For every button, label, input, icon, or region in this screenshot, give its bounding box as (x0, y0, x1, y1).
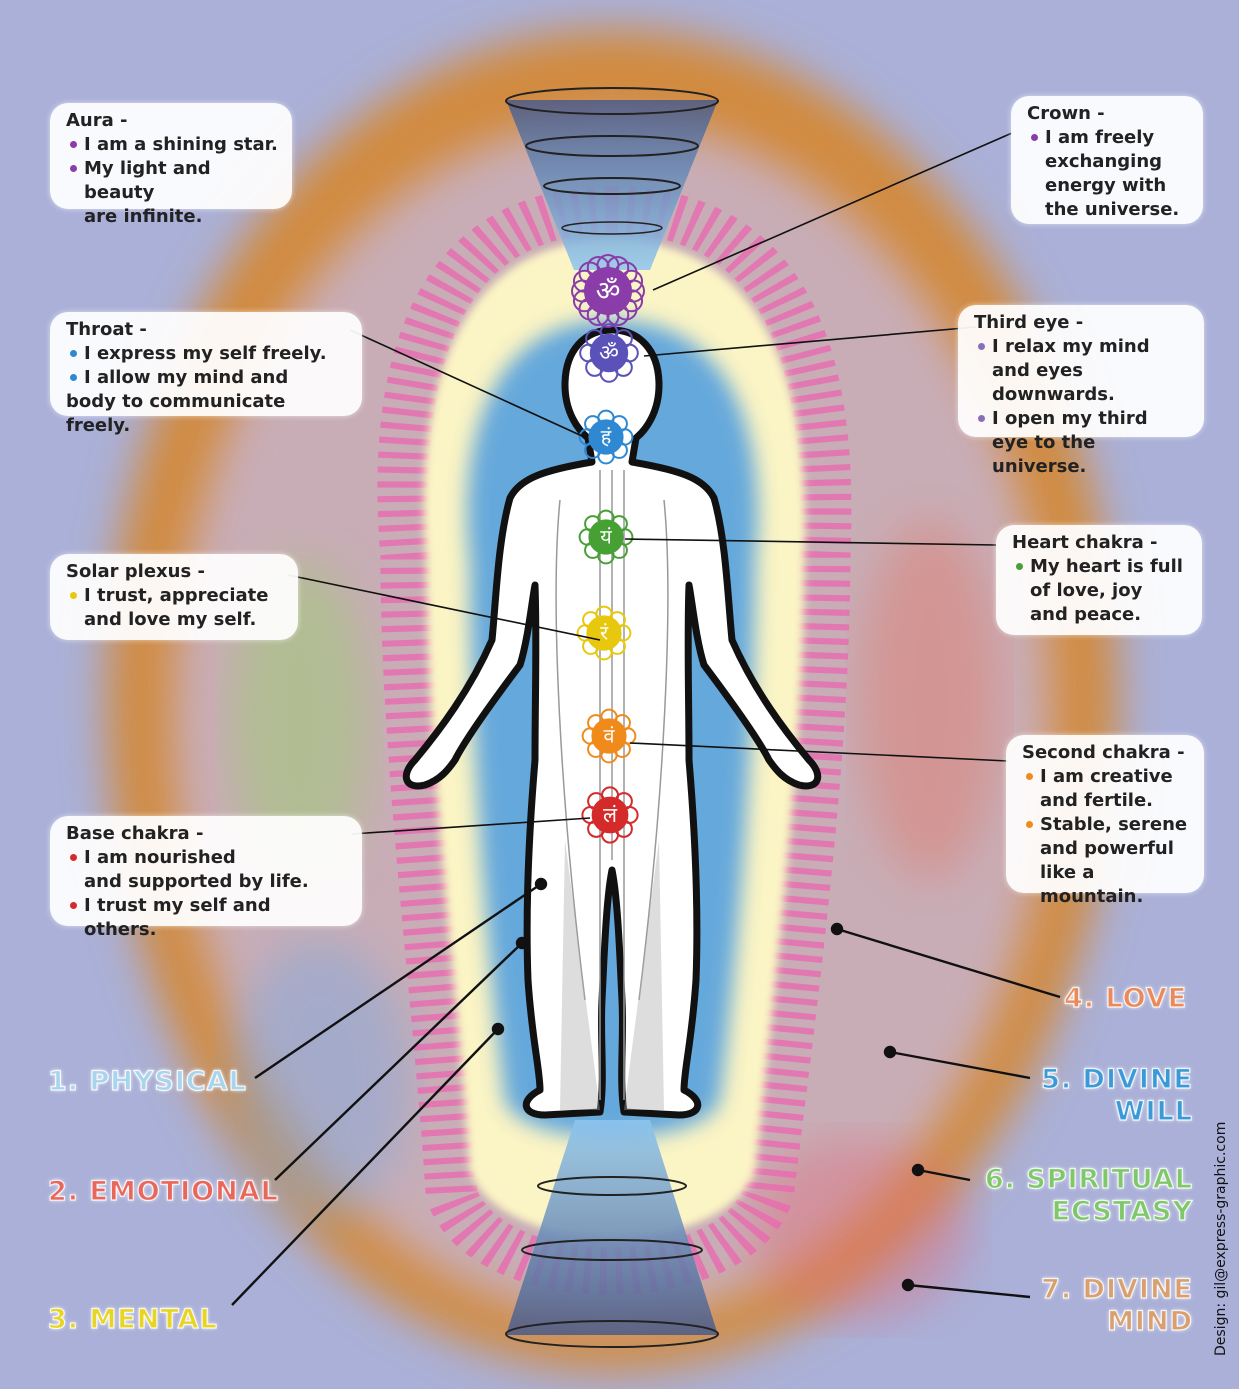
second-chakra-title: Second chakra - (1022, 741, 1190, 765)
layer-spiritual-ecstasy-label: 6. SPIRITUAL ECSTASY (985, 1164, 1193, 1228)
layer-divine-will-label: 5. DIVINE WILL (1041, 1064, 1193, 1128)
throat-title: Throat - (66, 318, 348, 342)
aura-item-2: My light and beauty are infinite. (66, 157, 278, 229)
crown-item-1: I am freely exchanging energy with the u… (1027, 126, 1189, 222)
third-eye-title: Third eye - (974, 311, 1190, 335)
third-eye-item-2: I open my third eye to the universe. (974, 407, 1190, 479)
third-eye-box: Third eye - I relax my mind and eyes dow… (958, 305, 1204, 437)
heart-item-1: My heart is full of love, joy and peace. (1012, 555, 1188, 627)
emotional-pointer-dot (517, 938, 527, 948)
base-chakra-item-1: I am nourished and supported by life. (66, 846, 348, 894)
layer-divine-mind-label: 7. DIVINE MIND (1041, 1274, 1193, 1338)
crown-box: Crown - I am freely exchanging energy wi… (1011, 96, 1203, 224)
second-bija-glyph: वं (604, 725, 616, 748)
throat-bija-glyph: हं (601, 426, 612, 449)
solar-plexus-bija-glyph: रं (600, 622, 609, 645)
second-chakra-box: Second chakra - I am creative and fertil… (1006, 735, 1204, 893)
solar-plexus-item-1: I trust, appreciate and love my self. (66, 584, 284, 632)
aura-rainbow-pink (750, 1140, 970, 1320)
aura-rainbow-red (860, 520, 1000, 880)
divine-will-pointer-dot (885, 1047, 895, 1057)
divine-mind-pointer-dot (903, 1280, 913, 1290)
third-eye-bija-glyph: ॐ (599, 341, 619, 366)
throat-box: Throat - I express my self freely. I all… (50, 312, 362, 416)
throat-item-2: I allow my mind and (66, 366, 348, 390)
throat-item-1: I express my self freely. (66, 342, 348, 366)
second-chakra-item-1: I am creative and fertile. (1022, 765, 1190, 813)
physical-pointer-dot (536, 879, 546, 889)
layer-mental-label: 3. MENTAL (48, 1304, 218, 1336)
crown-chakra-symbol: ॐ (572, 255, 644, 327)
layer-love-label: 4. LOVE (1064, 983, 1187, 1015)
throat-item-2-continued: body to communicate freely. (66, 390, 348, 438)
base-chakra-item-2: I trust my self and others. (66, 894, 348, 942)
layer-physical-label: 1. PHYSICAL (48, 1066, 247, 1098)
second-chakra-item-2: Stable, serene and powerful like a mount… (1022, 813, 1190, 909)
heart-box: Heart chakra - My heart is full of love,… (996, 525, 1202, 635)
love-pointer-dot (832, 924, 842, 934)
crown-title: Crown - (1027, 102, 1189, 126)
solar-plexus-title: Solar plexus - (66, 560, 284, 584)
design-credit: Design: gil@express-graphic.com (1213, 1122, 1229, 1356)
base-chakra-box: Base chakra - I am nourished and support… (50, 816, 362, 926)
spiritual-ecstasy-pointer-dot (913, 1165, 923, 1175)
base-chakra-title: Base chakra - (66, 822, 348, 846)
aura-box: Aura - I am a shining star. My light and… (50, 103, 292, 209)
base-bija-glyph: लं (603, 803, 618, 827)
heart-title: Heart chakra - (1012, 531, 1188, 555)
crown-bija-glyph: ॐ (596, 276, 621, 307)
aura-item-1: I am a shining star. (66, 133, 278, 157)
mental-pointer-dot (493, 1024, 503, 1034)
third-eye-item-1: I relax my mind and eyes downwards. (974, 335, 1190, 407)
heart-bija-glyph: यं (600, 526, 612, 549)
layer-emotional-label: 2. EMOTIONAL (48, 1176, 279, 1208)
aura-title: Aura - (66, 109, 278, 133)
solar-plexus-box: Solar plexus - I trust, appreciate and l… (50, 554, 298, 640)
